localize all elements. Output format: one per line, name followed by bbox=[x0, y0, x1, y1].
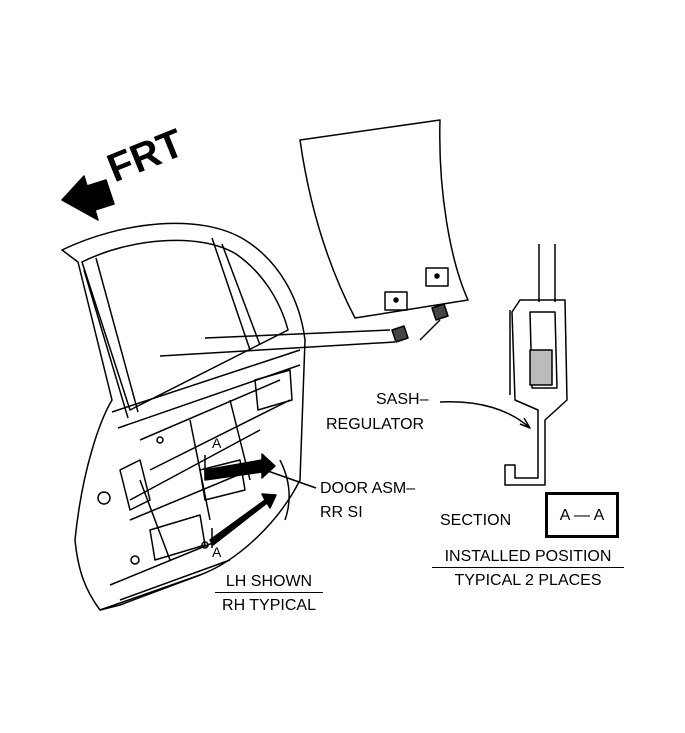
section-box-text: A — A bbox=[559, 507, 605, 524]
sash-regulator-label-line2: REGULATOR bbox=[326, 416, 425, 433]
regulator-clip-right bbox=[431, 303, 449, 321]
section-arrow-upper bbox=[204, 453, 276, 481]
sash-channel bbox=[504, 299, 568, 486]
window-glass bbox=[299, 119, 469, 319]
door-asm-label-line1: DOOR ASM– bbox=[320, 480, 416, 497]
door-frame bbox=[61, 222, 306, 611]
door-window-opening bbox=[81, 239, 289, 411]
section-box: A — A bbox=[545, 492, 619, 538]
section-label: SECTION bbox=[440, 512, 512, 529]
glass-bracket-right bbox=[425, 267, 449, 287]
window-regulator bbox=[129, 379, 291, 561]
glass-bracket-left bbox=[384, 291, 408, 311]
section-marker-lower: A bbox=[212, 544, 222, 560]
installed-position-line1: INSTALLED POSITION bbox=[432, 549, 624, 568]
front-arrow-icon bbox=[61, 175, 115, 221]
view-note-line1: LH SHOWN bbox=[215, 574, 323, 593]
installed-position-line2: TYPICAL 2 PLACES bbox=[454, 572, 602, 589]
section-marker-upper: A bbox=[212, 435, 222, 451]
regulator-clip-left bbox=[391, 325, 409, 343]
sash-leader bbox=[439, 401, 531, 429]
sash-regulator-label-line1: SASH– bbox=[376, 391, 429, 408]
section-arrow-lower bbox=[209, 493, 277, 546]
door-asm-label-line2: RR SI bbox=[320, 504, 363, 521]
section-rail bbox=[538, 244, 556, 302]
view-note-line2: RH TYPICAL bbox=[222, 597, 316, 614]
